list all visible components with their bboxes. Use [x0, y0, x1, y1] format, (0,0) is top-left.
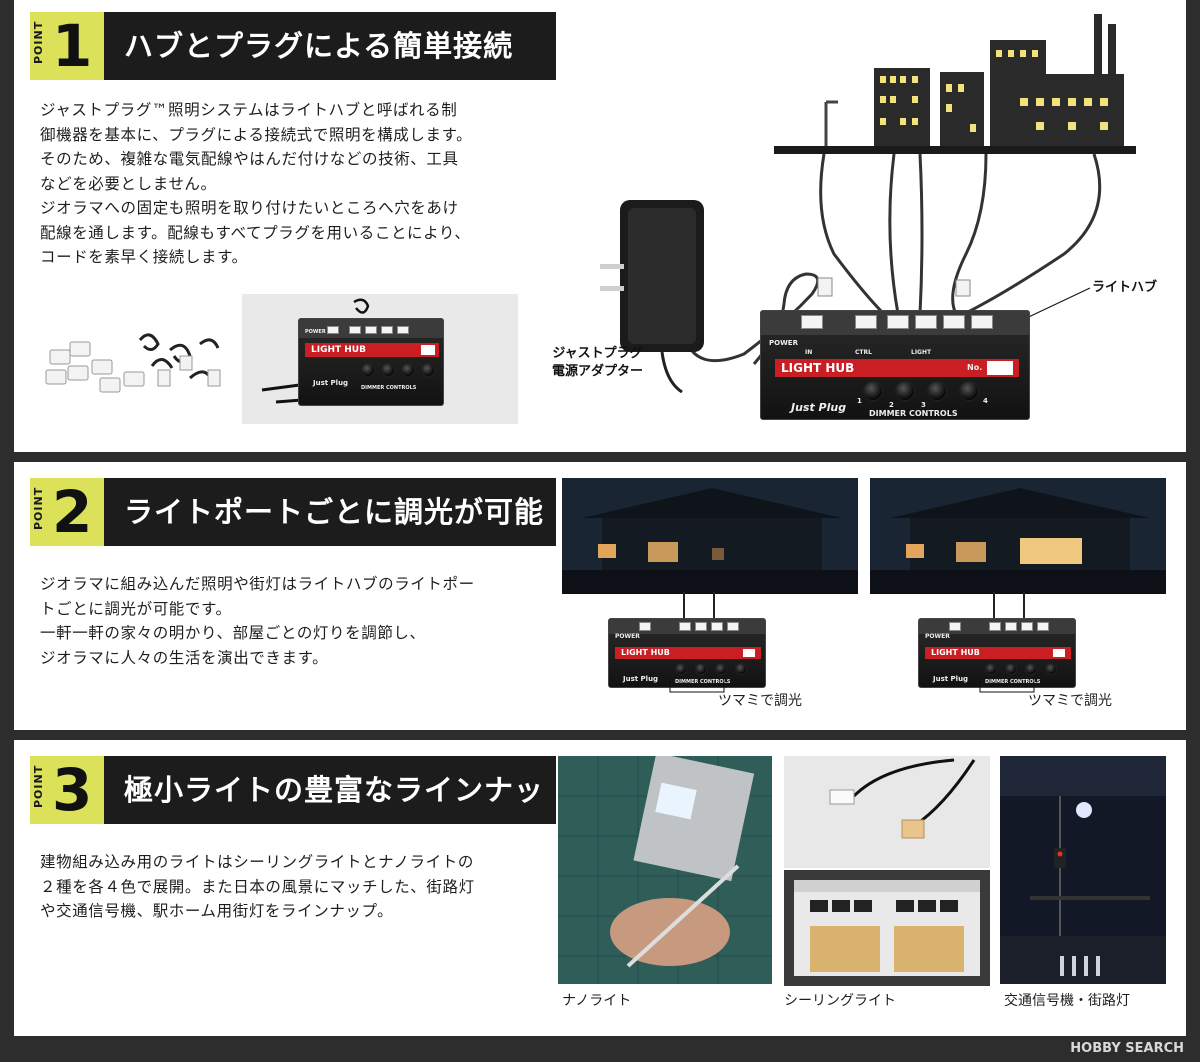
hub-light-label: LIGHT — [911, 349, 932, 356]
hub-dimmer-label: DIMMER CONTROLS — [361, 385, 417, 391]
hub-brand: Just Plug — [791, 401, 847, 414]
body-line: そのため、複雑な電気配線やはんだ付けなどの技術、工具 — [40, 150, 459, 168]
dimmer-knob — [959, 381, 979, 401]
ceiling-light-photo — [784, 756, 990, 868]
hub-name-label: LIGHT HUB — [305, 343, 439, 357]
knob-caption-left: ツマミで調光 — [718, 693, 802, 709]
body-line: などを必要としません。 — [40, 174, 217, 193]
body-line: ２種を各４色で展開。また日本の風景にマッチした、街路灯 — [40, 877, 475, 896]
hub-brand: Just Plug — [313, 379, 349, 387]
light-hub-label: ライトハブ — [1092, 280, 1158, 295]
body-line: コードを素早く接続します。 — [40, 248, 248, 266]
light-hub-device: POWER LIGHT HUB Just Plug DIMMER CONTROL… — [298, 318, 444, 406]
caption-nano-light: ナノライト — [562, 993, 632, 1009]
hub-wires — [683, 592, 1025, 622]
point-badge: POINT 3 — [30, 756, 104, 824]
dimmer-knob — [381, 363, 395, 377]
point-number: 2 — [52, 478, 93, 546]
hub-brand: Just Plug — [933, 675, 969, 683]
hub-brand: Just Plug — [623, 675, 659, 683]
point-number: 1 — [52, 12, 93, 80]
body-line: や交通信号機、駅ホーム用街灯をラインナップ。 — [40, 902, 394, 920]
body-line: ジオラマに組み込んだ照明や街灯はライトハブのライトポー — [40, 575, 475, 593]
ceiling-light-building-photo — [784, 870, 990, 986]
dimmer-knob — [361, 363, 375, 377]
light-hub-device-left: POWER LIGHT HUB Just Plug DIMMER CONTROL… — [608, 618, 766, 688]
dimmer-knob — [985, 663, 997, 675]
hub-dimmer-label: DIMMER CONTROLS — [985, 679, 1041, 685]
body-line: 配線を通します。配線もすべてプラグを用いることにより、 — [40, 223, 471, 242]
watermark: HOBBY SEARCH — [1070, 1041, 1184, 1056]
knob-number: 4 — [983, 397, 988, 405]
dimmer-knob — [715, 663, 727, 675]
dimmer-knob — [695, 663, 707, 675]
hub-no-label: No. — [967, 363, 983, 372]
traffic-signal-photo — [1000, 756, 1166, 984]
point-badge: POINT 1 — [30, 12, 104, 80]
body-line: 御機器を基本に、プラグによる接続式で照明を構成します。 — [40, 125, 473, 144]
knob-bracket — [979, 678, 1035, 693]
hub-name-label: LIGHT HUB — [925, 647, 1071, 659]
station-night-photo-bright — [870, 478, 1166, 594]
hub-dimmer-label: DIMMER CONTROLS — [869, 409, 958, 418]
city-wiring-illustration — [600, 14, 1136, 394]
leader-line — [1017, 287, 1091, 323]
dimmer-knob — [735, 663, 747, 675]
point-word: POINT — [32, 20, 45, 64]
knob-bracket — [669, 678, 725, 693]
station-night-photo-dim — [562, 478, 858, 594]
dimmer-knob — [895, 381, 915, 401]
dimmer-knob — [1045, 663, 1057, 675]
hub-name-label: LIGHT HUB — [775, 359, 1019, 377]
dimmer-knob — [1025, 663, 1037, 675]
light-hub-photo: POWER LIGHT HUB Just Plug DIMMER CONTROL… — [242, 294, 518, 424]
dimmer-knob — [675, 663, 687, 675]
point-word: POINT — [32, 486, 45, 530]
point-3-panel: POINT 3 極小ライトの豊富なラインナップ 建物組み込み用のライトはシーリン… — [14, 740, 1186, 1036]
point-number: 3 — [52, 756, 93, 824]
point-word: POINT — [32, 764, 45, 808]
knob-number: 1 — [857, 397, 862, 405]
section-body: 建物組み込み用のライトはシーリングライトとナノライトの ２種を各４色で展開。また… — [40, 850, 475, 924]
body-line: ジオラマに人々の生活を演出できます。 — [40, 648, 329, 667]
point-badge: POINT 2 — [30, 478, 104, 546]
section-title: ライトポートごとに調光が可能 — [104, 478, 556, 546]
body-line: 建物組み込み用のライトはシーリングライトとナノライトの — [40, 853, 474, 871]
body-line: トごとに調光が可能です。 — [40, 599, 232, 618]
section-title: ハブとプラグによる簡単接続 — [104, 12, 556, 80]
knob-number: 2 — [889, 401, 894, 409]
section-body: ジャストプラグ™照明システムはライトハブと呼ばれる制 御機器を基本に、プラグによ… — [40, 98, 472, 270]
adapter-label-line: 電源アダプター — [552, 364, 644, 379]
hub-power-label: POWER — [925, 633, 950, 640]
dimmer-knob — [1005, 663, 1017, 675]
adapter-label-line: ジャストプラグ — [552, 346, 643, 361]
caption-traffic-signal: 交通信号機・街路灯 — [1004, 993, 1130, 1009]
light-hub-device-large: POWER IN CTRL LIGHT LIGHT HUB No. Just P… — [760, 310, 1030, 420]
adapter-label: ジャストプラグ 電源アダプター — [552, 345, 643, 381]
plug-connectors-image — [45, 333, 221, 393]
dimmer-knob — [421, 363, 435, 377]
hub-ctrl-label: CTRL — [855, 349, 872, 356]
caption-ceiling-light: シーリングライト — [784, 993, 896, 1009]
dimmer-knob — [863, 381, 883, 401]
hub-power-label: POWER — [305, 329, 326, 335]
body-line: ジオラマへの固定も照明を取り付けたいところへ穴をあけ — [40, 199, 459, 217]
dimmer-knob — [927, 381, 947, 401]
knob-caption-right: ツマミで調光 — [1028, 693, 1112, 709]
body-line: ジャストプラグ™照明システムはライトハブと呼ばれる制 — [40, 101, 458, 119]
body-line: 一軒一軒の家々の明かり、部屋ごとの灯りを調節し、 — [40, 624, 426, 642]
hub-dimmer-label: DIMMER CONTROLS — [675, 679, 731, 685]
hub-name-label: LIGHT HUB — [615, 647, 761, 659]
point-2-panel: POINT 2 ライトポートごとに調光が可能 ジオラマに組み込んだ照明や街灯はラ… — [14, 462, 1186, 730]
hub-power-label: POWER — [615, 633, 640, 640]
nano-light-photo — [558, 756, 772, 984]
knob-number: 3 — [921, 401, 926, 409]
light-hub-device-right: POWER LIGHT HUB Just Plug DIMMER CONTROL… — [918, 618, 1076, 688]
section-title: 極小ライトの豊富なラインナップ — [104, 756, 556, 875]
point-1-panel: POINT 1 ハブとプラグによる簡単接続 ジャストプラグ™照明システムはライト… — [14, 0, 1186, 452]
hub-in-label: IN — [805, 349, 813, 356]
hub-power-label: POWER — [769, 339, 798, 347]
section-body: ジオラマに組み込んだ照明や街灯はライトハブのライトポー トごとに調光が可能です。… — [40, 572, 475, 670]
dimmer-knob — [401, 363, 415, 377]
